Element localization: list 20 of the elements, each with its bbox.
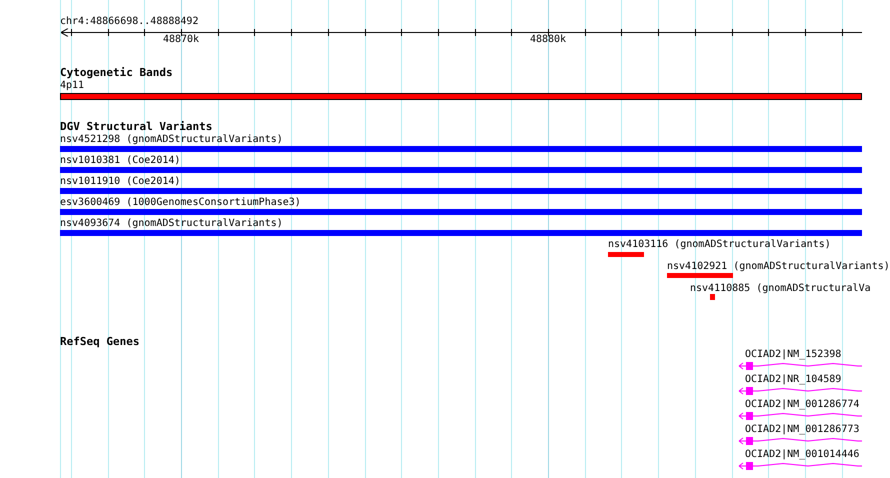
track-title: DGV Structural Variants	[60, 121, 212, 133]
axis-tick-label: 48870k	[162, 34, 200, 46]
variant-label: nsv4093674 (gnomADStructuralVariants)	[60, 218, 283, 230]
variant-label: nsv4110885 (gnomADStructuralVa	[690, 283, 871, 295]
axis-tick-label: 48880k	[530, 34, 566, 46]
gene-label: OCIAD2|NM_001286773	[745, 424, 860, 436]
variant-label: nsv4102921 (gnomADStructuralVariants)	[667, 261, 890, 273]
variant-label: nsv1011910 (Coe2014)	[60, 176, 180, 188]
gene-label: OCIAD2|NM_152398	[745, 349, 842, 361]
gene-label: OCIAD2|NM_001014446	[745, 449, 860, 461]
coordinate-range: chr4:48866698..48888492	[60, 16, 198, 28]
gene-label: OCIAD2|NM_001286774	[745, 399, 860, 411]
variant-label: nsv4103116 (gnomADStructuralVariants)	[608, 239, 831, 251]
variant-label: esv3600469 (1000GenomesConsortiumPhase3)	[60, 197, 301, 209]
band-label: 4p11	[60, 80, 84, 92]
track-title: RefSeq Genes	[60, 336, 140, 348]
track-title: Cytogenetic Bands	[60, 67, 173, 79]
gene-label: OCIAD2|NR_104589	[745, 374, 842, 386]
variant-label: nsv4521298 (gnomADStructuralVariants)	[60, 134, 283, 146]
variant-label: nsv1010381 (Coe2014)	[60, 155, 180, 167]
